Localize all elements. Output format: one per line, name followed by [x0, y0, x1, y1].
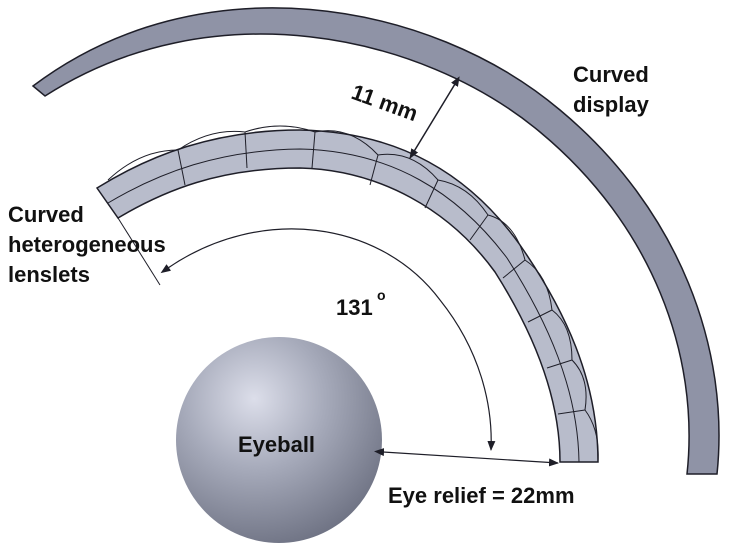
eye-relief-dimension-line	[374, 448, 559, 467]
angle-value: 131	[336, 295, 373, 320]
gap-dimension-arrow	[409, 76, 460, 159]
angle-arc	[160, 228, 496, 451]
curved-display	[31, 7, 720, 475]
lenslet-array	[95, 125, 599, 463]
curved-display-label-line1: Curved	[573, 62, 649, 87]
lenslets-label-line2: heterogeneous	[8, 232, 166, 257]
lenslets-label-line3: lenslets	[8, 262, 90, 287]
gap-label: 11 mm	[348, 79, 421, 126]
angle-unit: o	[377, 287, 386, 303]
lenslets-label-line1: Curved	[8, 202, 84, 227]
curved-display-label-line2: display	[573, 92, 650, 117]
lenslet-leader-line	[117, 217, 161, 286]
eye-relief-label: Eye relief = 22mm	[388, 483, 575, 508]
eyeball-label: Eyeball	[238, 432, 315, 457]
